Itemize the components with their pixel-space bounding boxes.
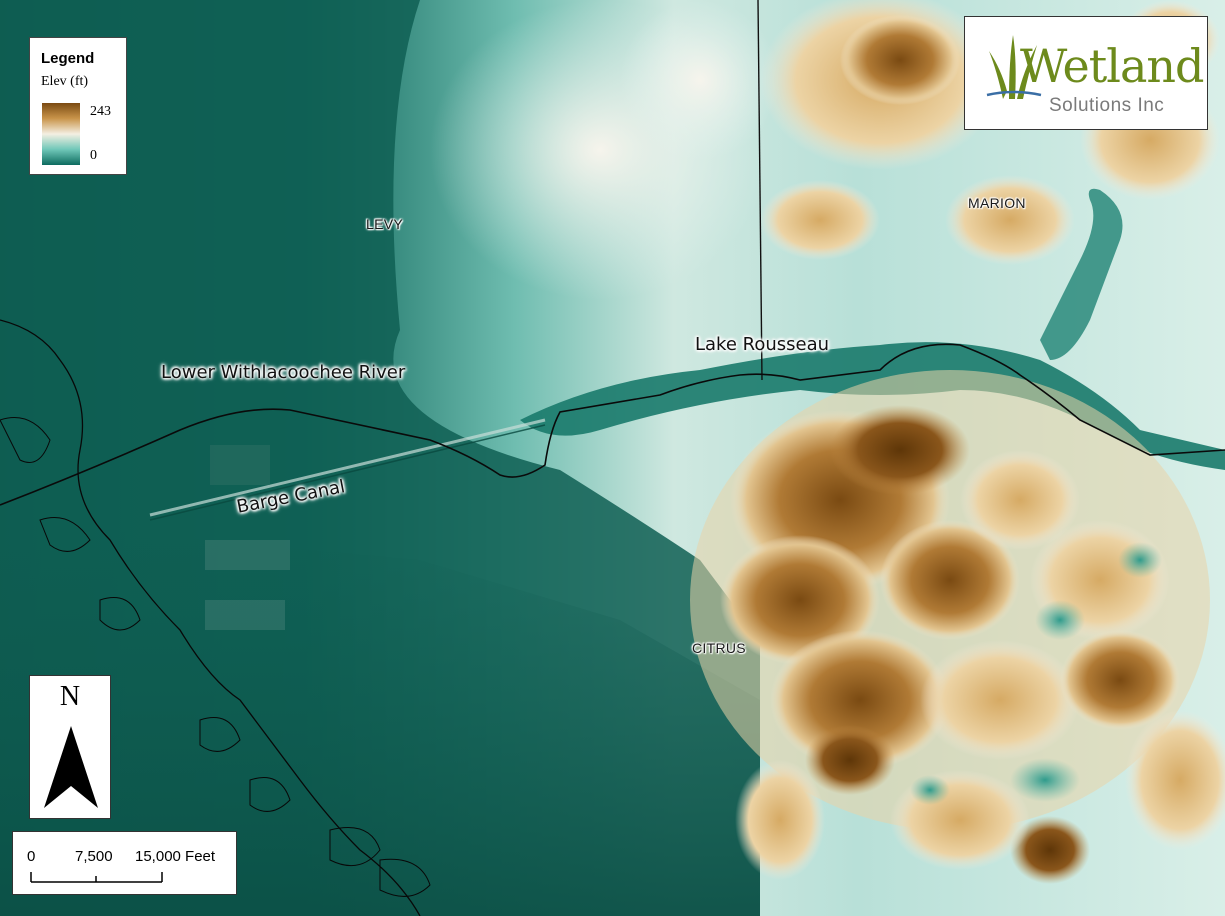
scale-tick-0: 0: [27, 848, 36, 865]
label-lower-withlacoochee-river: Lower Withlacoochee River: [161, 362, 406, 383]
legend-max-value: 243: [90, 104, 111, 119]
label-lake-rousseau: Lake Rousseau: [695, 334, 830, 355]
scale-bar-line: [30, 872, 163, 883]
scale-tick-mid: 7,500: [75, 848, 113, 865]
logo-tagline: Solutions Inc: [1049, 95, 1165, 116]
north-label: N: [59, 681, 81, 712]
county-label-levy: LEVY: [366, 216, 403, 232]
company-logo: Wetland Solutions Inc: [964, 16, 1208, 130]
legend-min-value: 0: [90, 148, 97, 163]
county-label-citrus: CITRUS: [692, 640, 746, 656]
legend-panel: Legend Elev (ft) 243 0: [29, 37, 127, 175]
scale-tick-end: 15,000 Feet: [135, 848, 216, 865]
scale-bar: 0 7,500 15,000 Feet: [12, 831, 237, 895]
elevation-color-ramp: [42, 103, 80, 165]
legend-title: Legend: [41, 50, 95, 67]
grass-logo-icon: [986, 35, 1042, 99]
legend-layer-name: Elev (ft): [41, 74, 89, 89]
north-arrow-icon: [44, 726, 98, 808]
logo-wordmark: Wetland: [1020, 39, 1204, 93]
county-label-marion: MARION: [968, 195, 1026, 211]
north-arrow-panel: N: [29, 675, 111, 819]
